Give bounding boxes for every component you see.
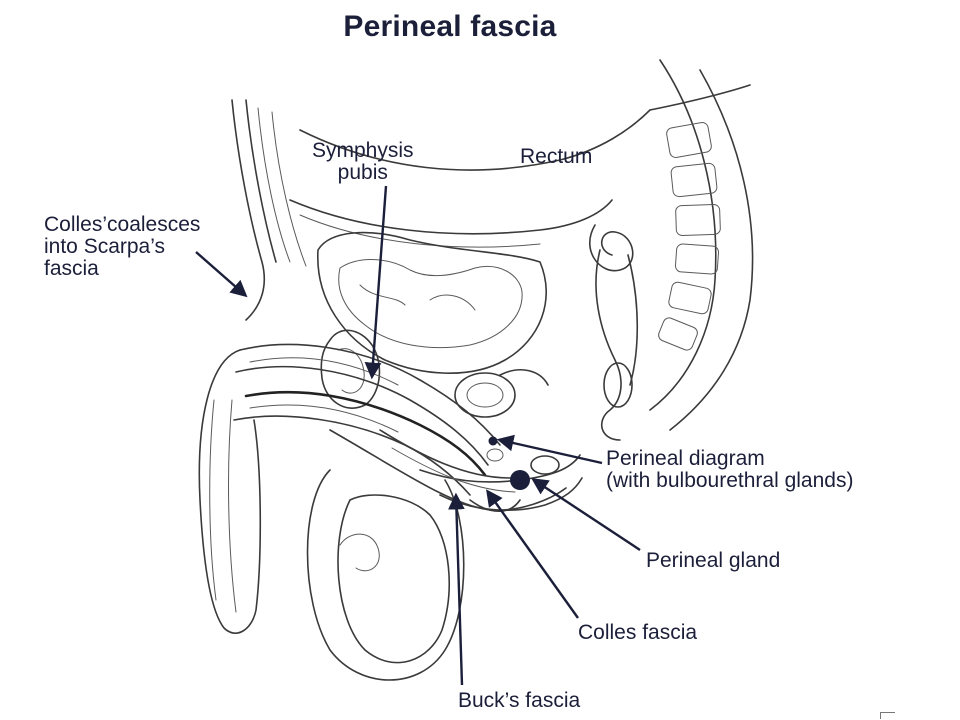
perineal-gland-marker bbox=[510, 470, 530, 490]
corner-mark bbox=[880, 712, 895, 719]
colles-coalesces-pointer bbox=[195, 251, 248, 298]
diagram-title: Perineal fascia bbox=[343, 10, 557, 43]
label-perineal-gland: Perineal gland bbox=[646, 549, 781, 572]
bulbourethral-gland-marker bbox=[488, 436, 498, 446]
perineal-gland-pointer bbox=[531, 478, 641, 552]
label-colles-fascia: Colles fascia bbox=[578, 621, 698, 644]
label-colles-coalesces: Colles’coalesces into Scarpa’s fascia bbox=[44, 213, 201, 280]
label-rectum: Rectum bbox=[520, 145, 593, 168]
perineal-diagram-pointer bbox=[496, 434, 603, 465]
colles-fascia-pointer bbox=[486, 489, 579, 619]
bucks-fascia-pointer bbox=[448, 492, 465, 686]
label-perineal-diagram: Perineal diagram (with bulbourethral gla… bbox=[606, 447, 854, 492]
label-symphysis-pubis: Symphysis pubis bbox=[312, 139, 414, 184]
symphysis-pointer bbox=[364, 185, 388, 380]
label-bucks-fascia: Buck’s fascia bbox=[458, 689, 581, 712]
